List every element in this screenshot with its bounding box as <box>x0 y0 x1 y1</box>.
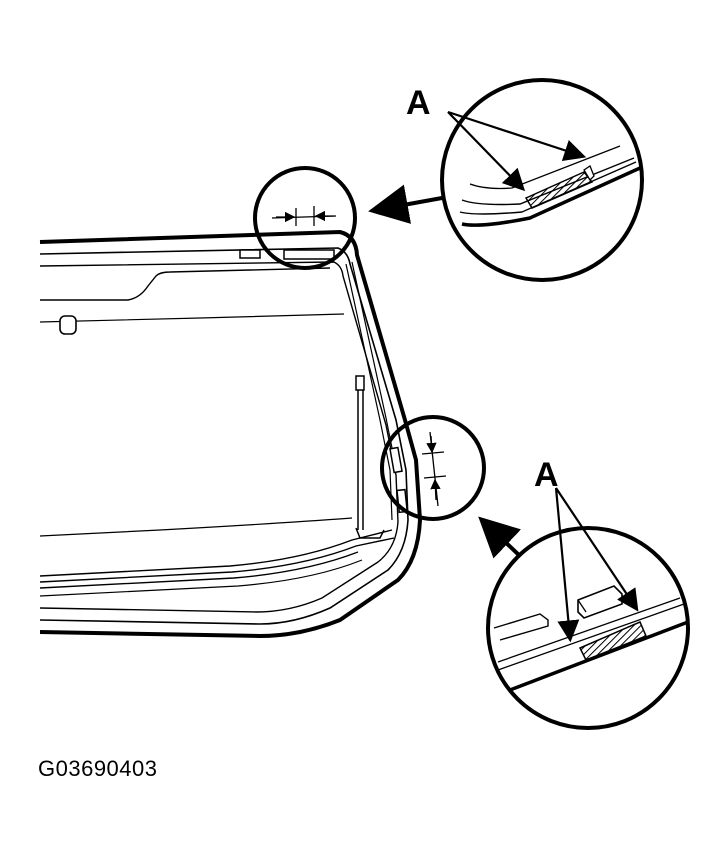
callout-label-bottom: A <box>534 456 559 494</box>
detail-circle-bottom-large <box>486 526 690 730</box>
wiper-arm <box>355 375 385 539</box>
side-spacers <box>389 446 409 514</box>
figure-id: G03690403 <box>38 756 158 781</box>
detail-bottom-molding <box>493 585 689 692</box>
callout-arrows-top <box>447 110 587 192</box>
pointer-arrow-top <box>368 184 443 224</box>
callout-label-top: A <box>406 84 431 122</box>
mirror-mount <box>59 315 77 335</box>
pointer-arrow-bottom <box>478 516 522 559</box>
detail-circle-top-large <box>440 78 644 282</box>
dimension-marks-side <box>421 431 447 507</box>
detail-circle-top-small <box>253 166 357 270</box>
dimension-marks-top <box>271 206 337 226</box>
top-spacers <box>239 249 335 260</box>
windshield-outline <box>39 229 423 639</box>
detail-top-molding <box>459 145 641 227</box>
detail-circle-side-small <box>380 415 486 521</box>
callout-arrows-bottom <box>554 487 639 643</box>
